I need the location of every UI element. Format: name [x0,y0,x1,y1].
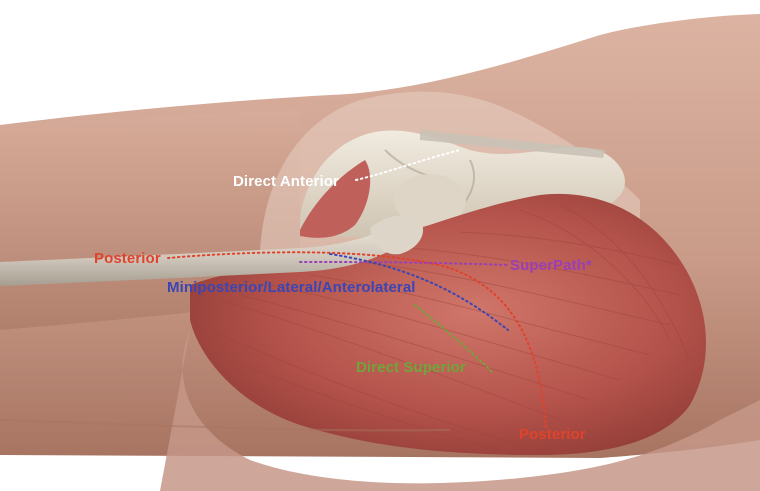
label-direct-superior: Direct Superior [356,360,466,375]
label-posterior-lower: Posterior [519,427,586,442]
label-superpath: SuperPath* [510,258,592,273]
label-direct-anterior: Direct Anterior [233,174,339,189]
label-miniposterior: Miniposterior/Lateral/Anterolateral [167,280,416,295]
label-posterior-upper: Posterior [94,251,161,266]
